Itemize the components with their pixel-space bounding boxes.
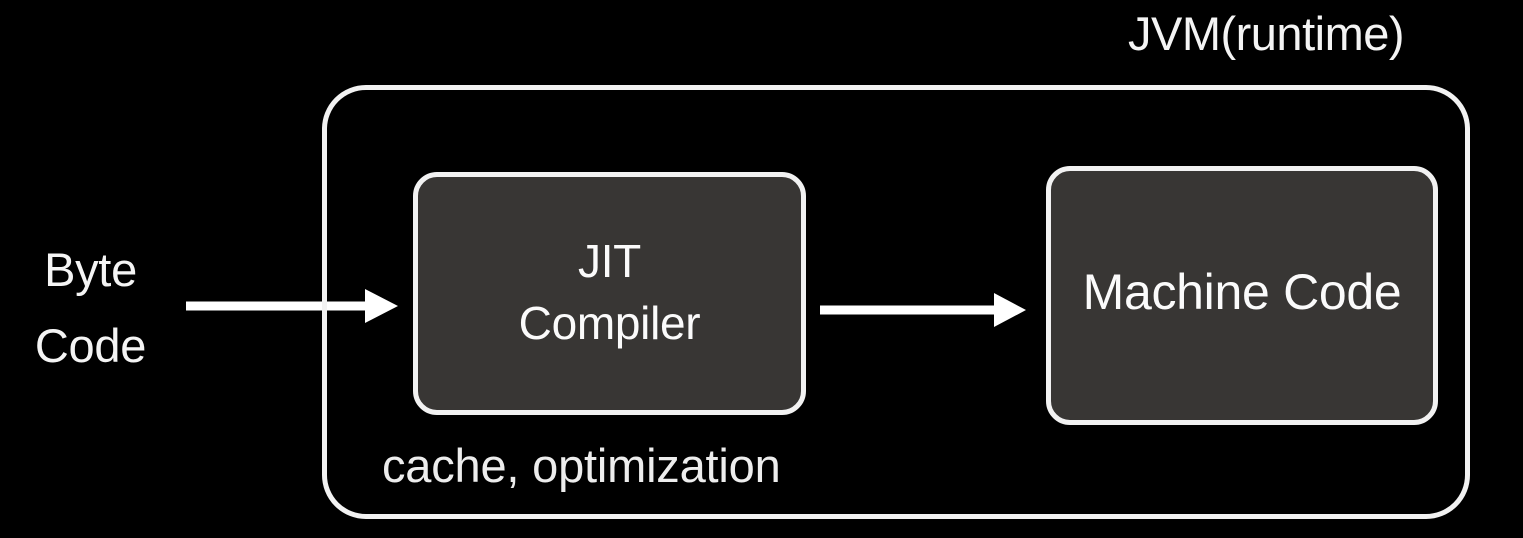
node-jit-compiler: JIT Compiler [413, 172, 806, 415]
container-footnote: cache, optimization [382, 439, 781, 492]
node-machine-code: Machine Code [1046, 166, 1438, 425]
node-jit-compiler-label: JIT Compiler [519, 230, 701, 354]
node-machine-code-label: Machine Code [1082, 263, 1402, 320]
input-label-byte-code: Byte Code [8, 232, 173, 384]
input-label-line-2: Code [34, 319, 147, 372]
jvm-runtime-container [322, 85, 1470, 519]
arrow-jit-to-machine-icon [820, 293, 1026, 327]
arrow-bytecode-to-jit-icon [186, 289, 398, 323]
input-label-line-1: Byte [44, 243, 137, 296]
node-jit-compiler-line-1: JIT [578, 234, 641, 287]
node-jit-compiler-line-2: Compiler [518, 296, 701, 349]
diagram-title: JVM(runtime) [1127, 7, 1405, 60]
